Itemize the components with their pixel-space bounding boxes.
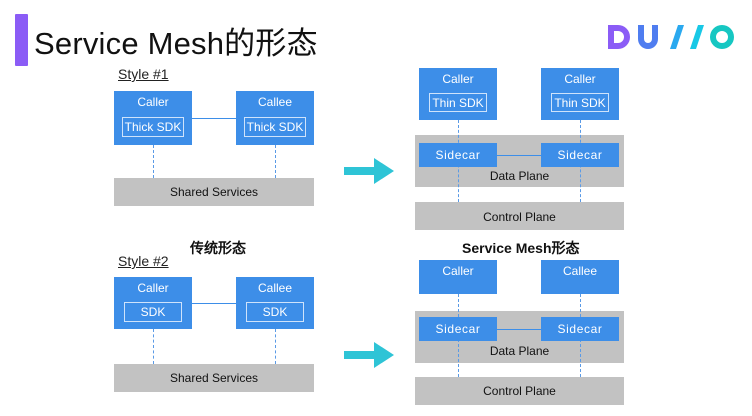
logo-letter-b1 [670, 25, 684, 49]
style1-connection-line [192, 118, 236, 119]
top-sidecar-right: Sidecar [541, 143, 619, 167]
top-sidecar-line [497, 155, 541, 156]
logo-letter-u [638, 25, 658, 49]
style2-shared-services: Shared Services [114, 364, 314, 392]
bottom-control-plane-label: Control Plane [483, 384, 556, 398]
bottom-caller-box: Caller [419, 260, 497, 294]
page-title: Service Mesh的形态 [34, 26, 318, 61]
service-mesh-caption: Service Mesh形态 [462, 240, 580, 256]
style2-callee-box: Callee SDK [236, 277, 314, 329]
bottom-sidecar-right: Sidecar [541, 317, 619, 341]
top-callee-title: Caller [564, 72, 596, 86]
style2-callee-title: Callee [257, 281, 293, 295]
logo-letter-o [710, 25, 734, 49]
style1-caller-title: Caller [137, 95, 169, 109]
style1-callee-box: Callee Thick SDK [236, 91, 314, 145]
top-caller-title: Caller [442, 72, 474, 86]
style1-shared-label: Shared Services [169, 185, 259, 199]
bottom-sidecar-left: Sidecar [419, 317, 497, 341]
style2-label: Style #2 [118, 253, 169, 269]
traditional-caption: 传统形态 [190, 240, 246, 256]
top-caller-box: Caller Thin SDK [419, 68, 497, 120]
arrow-bottom-icon [344, 342, 394, 368]
style1-label: Style #1 [118, 66, 169, 82]
style1-caller-box: Caller Thick SDK [114, 91, 192, 145]
bottom-control-plane: Control Plane [415, 377, 624, 405]
top-data-plane-label: Data Plane [489, 169, 550, 183]
style1-caller-dash [153, 145, 154, 178]
style2-caller-dash [153, 329, 154, 364]
arrow-top-icon [344, 158, 394, 184]
style2-callee-sdk: SDK [246, 302, 304, 322]
style2-connection-line [192, 303, 236, 304]
style2-callee-dash [275, 329, 276, 364]
top-control-plane-label: Control Plane [483, 210, 556, 224]
style2-shared-label: Shared Services [169, 371, 259, 385]
style2-caller-box: Caller SDK [114, 277, 192, 329]
bottom-sidecar-line [497, 329, 541, 330]
logo-letter-b2 [690, 25, 704, 49]
top-sidecar-left: Sidecar [419, 143, 497, 167]
style1-shared-services: Shared Services [114, 178, 314, 206]
logo-letter-d [608, 25, 630, 49]
top-callee-sdk: Thin SDK [551, 93, 609, 112]
style2-caller-sdk: SDK [124, 302, 182, 322]
style2-caller-title: Caller [137, 281, 169, 295]
style1-callee-sdk: Thick SDK [244, 117, 306, 137]
title-accent-bar [15, 14, 28, 66]
top-callee-box: Caller Thin SDK [541, 68, 619, 120]
dubbo-logo [608, 25, 734, 49]
top-caller-sdk: Thin SDK [429, 93, 487, 112]
bottom-caller-title: Caller [442, 264, 474, 278]
top-control-plane: Control Plane [415, 202, 624, 230]
style1-callee-dash [275, 145, 276, 178]
bottom-callee-title: Callee [562, 264, 598, 278]
style1-callee-title: Callee [257, 95, 293, 109]
style1-caller-sdk: Thick SDK [122, 117, 184, 137]
bottom-callee-box: Callee [541, 260, 619, 294]
bottom-data-plane-label: Data Plane [489, 344, 550, 358]
